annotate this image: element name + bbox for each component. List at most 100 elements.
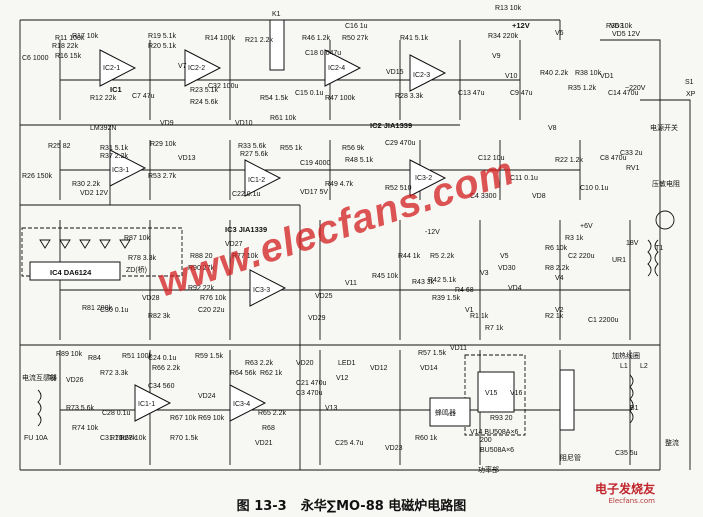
semiconductor-labels: VD1 VD2 12V VD3 VD4 VD5 12V VD8 VD9 VD10… — [66, 23, 640, 452]
svg-text:LED1: LED1 — [338, 360, 356, 367]
svg-text:C25 4.7u: C25 4.7u — [335, 440, 364, 447]
svg-text:L2: L2 — [640, 363, 648, 370]
svg-text:VD5 12V: VD5 12V — [612, 31, 640, 38]
svg-text:R25 82: R25 82 — [48, 143, 71, 150]
ic-label: IC3 JIA1339 — [225, 225, 267, 234]
svg-text:R29 10k: R29 10k — [150, 141, 177, 148]
svg-text:V7: V7 — [178, 63, 187, 70]
svg-text:ZD(桥): ZD(桥) — [126, 265, 147, 274]
svg-text:R34 220k: R34 220k — [488, 33, 518, 40]
misc-labels: +12V -12V +6V ~220V 18V T1 T2 XP S1 L1 L… — [22, 11, 696, 474]
svg-text:C4 3300: C4 3300 — [470, 193, 497, 200]
svg-text:C14 470u: C14 470u — [608, 90, 638, 97]
svg-text:电流互感器: 电流互感器 — [22, 373, 57, 382]
svg-text:R52 510: R52 510 — [385, 185, 412, 192]
svg-text:R44 1k: R44 1k — [398, 253, 421, 260]
ic-label: IC2-4 — [328, 65, 345, 72]
svg-text:R12 22k: R12 22k — [90, 95, 117, 102]
svg-text:R53 2.7k: R53 2.7k — [148, 173, 177, 180]
svg-text:BU508A×6: BU508A×6 — [480, 447, 514, 454]
ic-label: LM392N — [90, 125, 116, 132]
svg-text:C10 0.1u: C10 0.1u — [580, 185, 609, 192]
svg-text:+12V: +12V — [512, 21, 530, 30]
svg-text:V5: V5 — [500, 253, 509, 260]
svg-text:R89 10k: R89 10k — [56, 351, 83, 358]
svg-text:R67 10k: R67 10k — [170, 415, 197, 422]
svg-text:R57 1.5k: R57 1.5k — [418, 350, 447, 357]
svg-text:~220V: ~220V — [625, 85, 646, 92]
brand-url: Elecfans.com — [608, 497, 656, 505]
svg-text:R58 10k: R58 10k — [120, 435, 147, 442]
svg-text:R7 1k: R7 1k — [485, 325, 504, 332]
svg-text:R17 10k: R17 10k — [72, 33, 99, 40]
svg-text:C9 47u: C9 47u — [510, 90, 533, 97]
svg-text:蜂鸣器: 蜂鸣器 — [435, 408, 456, 417]
svg-text:T2: T2 — [48, 375, 56, 382]
svg-text:FU 10A: FU 10A — [24, 435, 48, 442]
svg-text:VD15: VD15 — [386, 69, 404, 76]
svg-text:VD13: VD13 — [178, 155, 196, 162]
svg-text:R87 10k: R87 10k — [124, 235, 151, 242]
svg-text:R45 10k: R45 10k — [372, 273, 399, 280]
svg-text:V9: V9 — [492, 53, 501, 60]
svg-text:V13: V13 — [325, 405, 338, 412]
ic-label: IC1 — [110, 85, 122, 94]
svg-text:R43 3k: R43 3k — [412, 279, 435, 286]
svg-text:C21 470u: C21 470u — [296, 380, 326, 387]
svg-text:R62 1k: R62 1k — [260, 370, 283, 377]
svg-text:C28 0.1u: C28 0.1u — [102, 410, 131, 417]
svg-text:R30 2.2k: R30 2.2k — [72, 181, 101, 188]
svg-text:R92 22k: R92 22k — [188, 285, 215, 292]
svg-text:C29 470u: C29 470u — [385, 140, 415, 147]
svg-text:V8: V8 — [548, 125, 557, 132]
svg-text:V2: V2 — [555, 307, 564, 314]
svg-text:C3 470u: C3 470u — [296, 390, 323, 397]
ic4-display-block — [21, 227, 183, 281]
svg-text:VD11: VD11 — [450, 345, 467, 352]
svg-text:阻尼管: 阻尼管 — [560, 453, 581, 462]
svg-text:R6 10k: R6 10k — [545, 245, 568, 252]
svg-text:R74 10k: R74 10k — [72, 425, 99, 432]
svg-text:R73 5.6k: R73 5.6k — [66, 405, 95, 412]
power-stage-block — [269, 19, 575, 436]
svg-text:R42 5.1k: R42 5.1k — [428, 277, 457, 284]
capacitor-labels: C1 2200u C2 220u C3 470u C4 3300 C6 1000… — [22, 23, 643, 457]
ic-label: IC2-1 — [103, 65, 120, 72]
svg-text:VD25: VD25 — [315, 293, 333, 300]
svg-text:R69 10k: R69 10k — [198, 415, 225, 422]
svg-text:电源开关: 电源开关 — [650, 123, 678, 132]
svg-text:R33 5.6k: R33 5.6k — [238, 143, 267, 150]
svg-text:V14 BU508A×6: V14 BU508A×6 — [470, 429, 519, 436]
ic-label: IC3-3 — [253, 287, 270, 294]
svg-text:C1 2200u: C1 2200u — [588, 317, 618, 324]
svg-text:R46 1.2k: R46 1.2k — [302, 35, 331, 42]
svg-text:R84: R84 — [88, 355, 101, 362]
svg-text:R23 5.1k: R23 5.1k — [190, 87, 219, 94]
svg-text:R70 1.5k: R70 1.5k — [170, 435, 199, 442]
svg-text:R60 1k: R60 1k — [415, 435, 438, 442]
ic-label: IC2-2 — [188, 65, 205, 72]
svg-text:VD17 5V: VD17 5V — [300, 189, 328, 196]
component-labels: IC1 LM392N IC2 JIA1339 IC3 JIA1339 IC4 D… — [50, 65, 432, 408]
opamp-symbols — [99, 49, 447, 422]
svg-text:R90 27k: R90 27k — [188, 265, 215, 272]
svg-text:R31 5.1k: R31 5.1k — [100, 145, 129, 152]
svg-text:R27 5.6k: R27 5.6k — [240, 151, 269, 158]
svg-text:R55 1k: R55 1k — [280, 145, 303, 152]
svg-text:R61 10k: R61 10k — [270, 115, 297, 122]
svg-text:K1: K1 — [272, 11, 281, 18]
svg-text:VD21: VD21 — [255, 440, 273, 447]
svg-text:C35 5u: C35 5u — [615, 450, 638, 457]
ic-label: IC1-2 — [248, 177, 265, 184]
ic-label: IC1-1 — [138, 401, 155, 408]
svg-text:VD29: VD29 — [308, 315, 326, 322]
svg-text:R71 27k: R71 27k — [110, 435, 137, 442]
svg-text:R28 3.3k: R28 3.3k — [395, 93, 424, 100]
svg-text:R59 1.5k: R59 1.5k — [195, 353, 224, 360]
svg-text:R82 3k: R82 3k — [148, 313, 171, 320]
svg-text:R68: R68 — [262, 425, 275, 432]
svg-text:C11 0.1u: C11 0.1u — [510, 175, 538, 182]
svg-text:R1 1k: R1 1k — [470, 313, 489, 320]
svg-text:R49 4.7k: R49 4.7k — [325, 181, 354, 188]
ic-label: IC4 DA6124 — [50, 268, 92, 277]
